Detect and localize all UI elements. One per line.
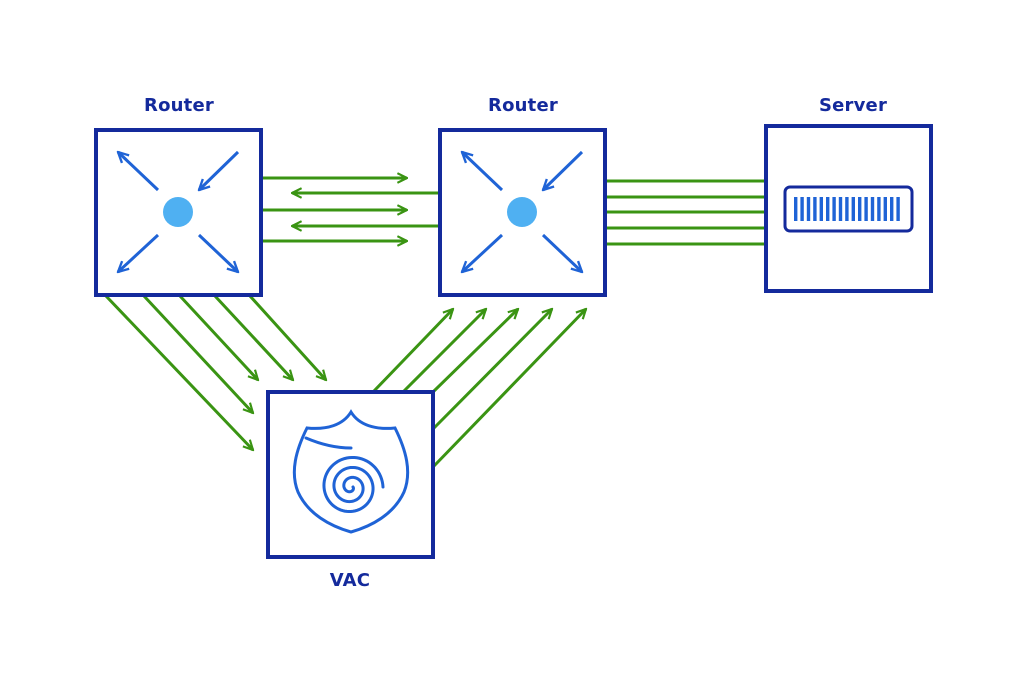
link-arrow-to-router bbox=[432, 309, 552, 430]
server-slot bbox=[813, 197, 817, 221]
server-slot bbox=[851, 197, 855, 221]
server-slot bbox=[819, 197, 823, 221]
router-left[interactable] bbox=[94, 128, 263, 297]
server[interactable] bbox=[764, 124, 933, 293]
link-arrow-to-vac bbox=[178, 294, 258, 380]
router-center-dot bbox=[163, 197, 193, 227]
shield-spiral-icon bbox=[292, 409, 410, 534]
link-arrow-to-vac bbox=[104, 294, 253, 450]
server-slot bbox=[864, 197, 868, 221]
link-arrow-to-router bbox=[372, 309, 453, 393]
link-arrow-to-vac bbox=[213, 294, 293, 380]
vac-label: VAC bbox=[329, 570, 371, 591]
server-slot bbox=[794, 197, 798, 221]
server-slot bbox=[877, 197, 881, 221]
link-arrow-to-vac bbox=[248, 294, 326, 380]
server-slot bbox=[845, 197, 849, 221]
vac[interactable] bbox=[266, 390, 435, 559]
server-slot bbox=[800, 197, 804, 221]
router-right[interactable] bbox=[438, 128, 607, 297]
server-slot bbox=[890, 197, 894, 221]
router-right-label: Router bbox=[488, 95, 558, 116]
server-slot bbox=[883, 197, 887, 221]
server-slot bbox=[858, 197, 862, 221]
link-arrow-to-router bbox=[432, 309, 586, 468]
server-slot bbox=[896, 197, 900, 221]
router-center-dot bbox=[507, 197, 537, 227]
server-label: Server bbox=[818, 95, 888, 116]
link-arrow-to-vac bbox=[142, 294, 253, 413]
server-slot bbox=[826, 197, 830, 221]
router-arrows-icon bbox=[118, 152, 238, 272]
server-slot bbox=[838, 197, 843, 221]
server-slot bbox=[806, 197, 811, 221]
router-arrows-icon bbox=[462, 152, 582, 272]
server-slot bbox=[832, 197, 836, 221]
link-arrow-to-router bbox=[402, 309, 486, 393]
server-rack-icon bbox=[783, 185, 914, 233]
server-slot bbox=[870, 197, 875, 221]
link-arrow-to-router bbox=[432, 309, 518, 393]
green-links bbox=[104, 178, 765, 468]
router-left-label: Router bbox=[144, 95, 214, 116]
